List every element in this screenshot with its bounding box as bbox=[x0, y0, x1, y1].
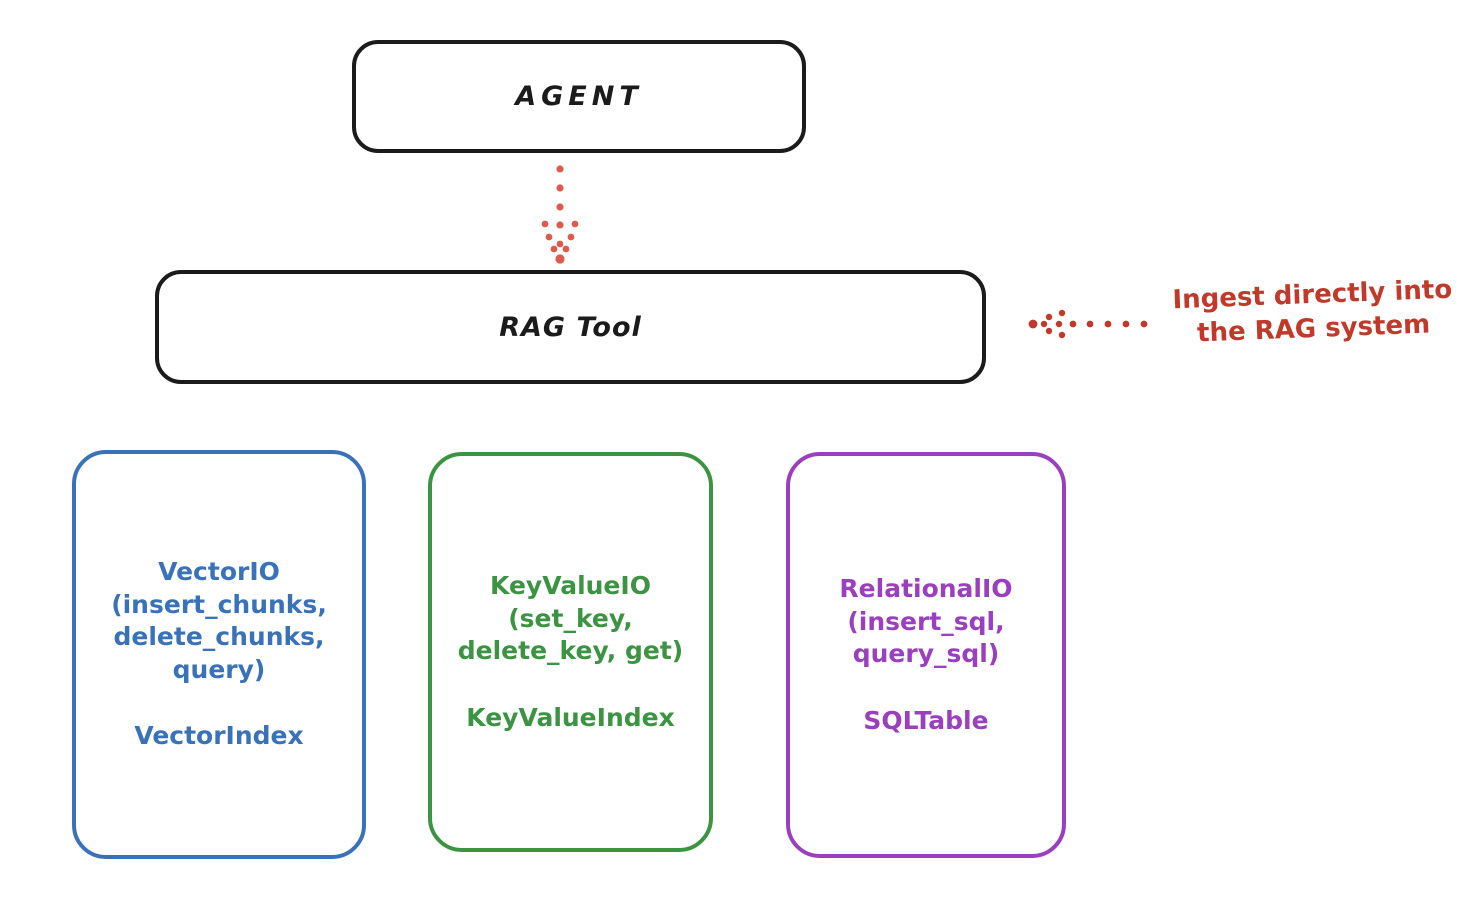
node-vector-index-label: VectorIndex bbox=[134, 721, 304, 751]
node-sql-table-label: SQLTable bbox=[863, 705, 989, 735]
node-key-value-io-api: KeyValueIO (set_key, delete_key, get) bbox=[457, 571, 684, 665]
node-key-value-io[interactable]: KeyValueIO (set_key, delete_key, get) Ke… bbox=[428, 452, 713, 852]
node-rag-tool[interactable]: RAG Tool bbox=[155, 270, 986, 384]
annotation-ingest: Ingest directly into the RAG system bbox=[1171, 274, 1453, 349]
node-vector-io-api: VectorIO (insert_chunks, delete_chunks, … bbox=[111, 557, 327, 684]
node-vector-io[interactable]: VectorIO (insert_chunks, delete_chunks, … bbox=[72, 450, 366, 859]
node-rag-tool-label: RAG Tool bbox=[499, 311, 642, 343]
node-relational-io[interactable]: RelationalIO (insert_sql, query_sql) SQL… bbox=[786, 452, 1066, 858]
node-relational-io-api: RelationalIO (insert_sql, query_sql) bbox=[839, 574, 1013, 668]
edge-ingest-to-rag-tool-arrow bbox=[1028, 309, 1148, 339]
edge-agent-to-rag-tool-arrow bbox=[541, 165, 579, 264]
node-key-value-index-label: KeyValueIndex bbox=[466, 702, 675, 732]
node-agent[interactable]: AGENT bbox=[352, 40, 806, 153]
node-agent-label: AGENT bbox=[515, 81, 643, 112]
